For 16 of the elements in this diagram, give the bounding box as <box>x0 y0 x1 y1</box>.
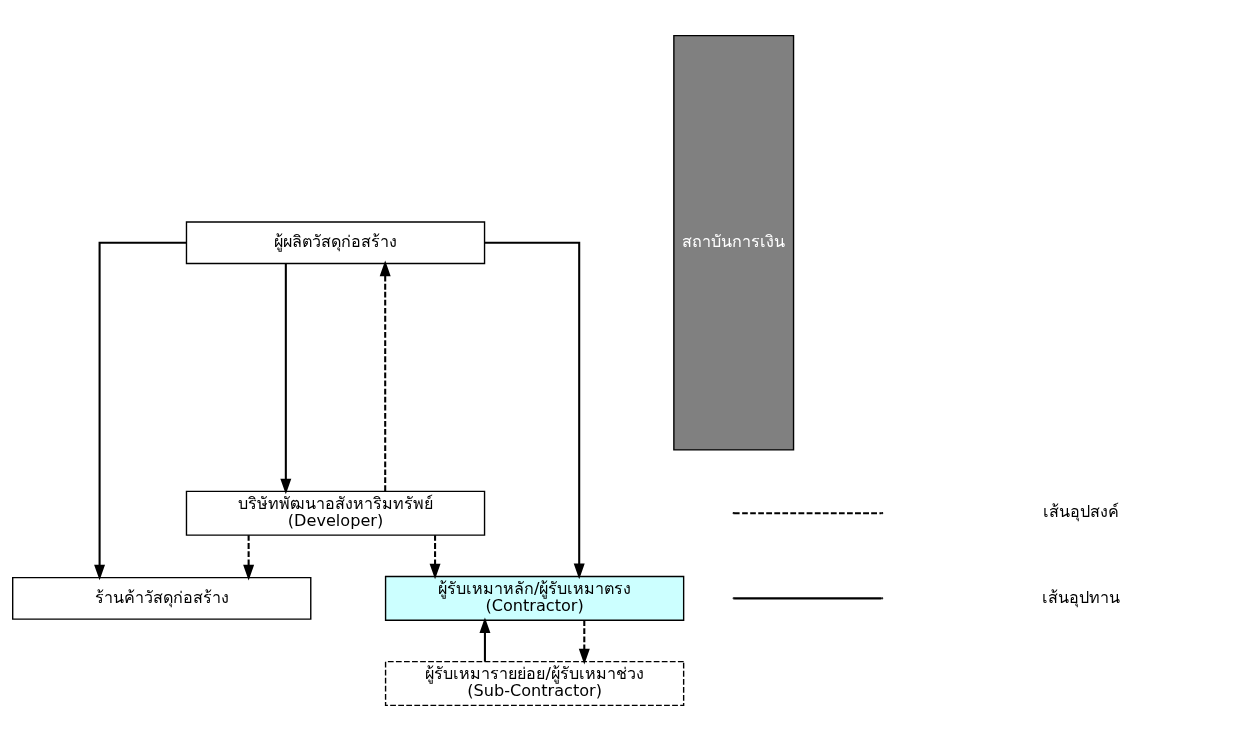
arrow <box>243 534 255 581</box>
arrow <box>479 616 491 662</box>
legend-label: เส้นอุปสงค์ <box>1043 501 1120 521</box>
arrow <box>379 260 391 491</box>
node-box: ร้านค้าวัสดุก่อสร้าง <box>12 576 312 620</box>
node-box: ผู้ผลิตวัสดุก่อสร้าง <box>185 220 486 264</box>
node-box: บริษัทพัฒนาอสังหาริมทรัพย์ (Developer) <box>185 490 486 536</box>
legend-label: เส้นอุปทาน <box>1042 587 1121 607</box>
node-box: สถาบันการเงิน <box>673 34 795 451</box>
arrow <box>280 263 292 494</box>
node-box: ผู้รับเหมารายย่อย/ผู้รับเหมาช่วง (Sub-Contractor) <box>384 660 685 706</box>
arrow <box>429 534 441 579</box>
arrow <box>578 619 590 664</box>
arrow <box>484 241 585 579</box>
node-box: ผู้รับเหมาหลัก/ผู้รับเหมาตรง (Contractor) <box>384 575 685 621</box>
arrow <box>94 241 187 580</box>
